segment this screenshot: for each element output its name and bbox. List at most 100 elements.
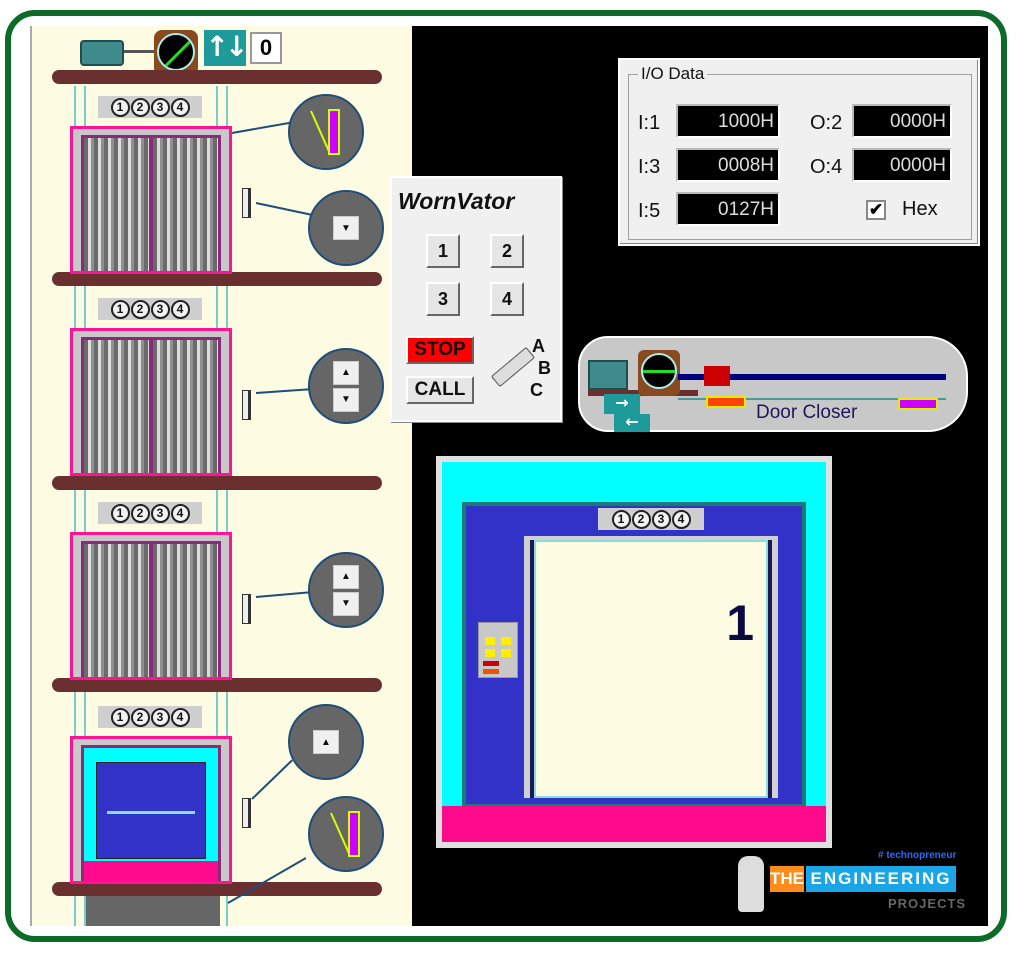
lower-limit-switch-bubble bbox=[308, 796, 384, 872]
upper-limit-switch-bubble bbox=[288, 94, 364, 170]
io-field-o2: 0000H bbox=[852, 104, 952, 138]
car-interior-view: 1 2 3 4 1 bbox=[436, 456, 832, 848]
floor-3-call-box[interactable] bbox=[242, 390, 251, 420]
floor-2-call-buttons: ▲ ▼ bbox=[308, 552, 384, 628]
floor-lamp-1: 1 bbox=[110, 707, 130, 727]
motor-shaft bbox=[124, 50, 156, 53]
car-control-panel-mini bbox=[478, 622, 518, 678]
pointer-line bbox=[231, 121, 292, 134]
io-field-i5: 0127H bbox=[676, 192, 780, 226]
floor-indicator: 1 2 3 4 bbox=[98, 298, 202, 320]
floor-3-call-buttons: ▲ ▼ bbox=[308, 348, 384, 424]
door-hanger-left bbox=[706, 396, 746, 408]
hex-checkbox[interactable]: ✔ bbox=[866, 200, 886, 220]
pointer-line bbox=[227, 857, 307, 904]
floor-1-door-open bbox=[70, 736, 232, 884]
watermark-logo: # technopreneur THE ENGINEERING PROJECTS bbox=[730, 846, 980, 922]
down-call-button[interactable]: ▼ bbox=[333, 216, 359, 240]
shaft-rail bbox=[226, 86, 228, 926]
floor-beam bbox=[52, 678, 382, 692]
floor-1-call-buttons: ▲ bbox=[288, 704, 364, 780]
logo-engineering: ENGINEERING bbox=[806, 866, 956, 892]
shaft-rail bbox=[74, 86, 76, 926]
down-call-button[interactable]: ▼ bbox=[333, 387, 359, 412]
floor-lamp-2: 2 bbox=[130, 97, 150, 117]
floor-2-call-box[interactable] bbox=[242, 594, 251, 624]
call-button[interactable]: CALL bbox=[406, 376, 474, 404]
floor-lamp-1: 1 bbox=[611, 509, 631, 529]
io-label: I:5 bbox=[638, 200, 661, 222]
up-call-button[interactable]: ▲ bbox=[333, 564, 359, 589]
floor-number-display: 1 bbox=[726, 595, 754, 651]
floor-lamp-3: 3 bbox=[150, 97, 170, 117]
floor-lamp-4: 4 bbox=[170, 503, 190, 523]
robot-icon bbox=[738, 856, 764, 912]
up-call-button[interactable]: ▲ bbox=[313, 730, 339, 754]
io-field-i3: 0008H bbox=[676, 148, 780, 182]
floor-lamp-2: 2 bbox=[631, 509, 651, 529]
floor-lamp-4: 4 bbox=[170, 97, 190, 117]
car-door-frame: 1 bbox=[524, 536, 778, 798]
floor-1-button[interactable]: 1 bbox=[426, 234, 460, 268]
floor-lamp-3: 3 bbox=[150, 299, 170, 319]
simulator-window: ↑↓ 0 1 2 3 4 ▼ 1 bbox=[30, 26, 988, 926]
io-label: I:1 bbox=[638, 112, 661, 134]
io-data-title: I/O Data bbox=[638, 64, 708, 84]
floor-indicator: 1 2 3 4 bbox=[98, 706, 202, 728]
limit-switch-icon bbox=[328, 109, 340, 155]
car-floor bbox=[442, 806, 826, 842]
io-field-o4: 0000H bbox=[852, 148, 952, 182]
floor-lamp-3: 3 bbox=[150, 707, 170, 727]
io-label: O:4 bbox=[810, 156, 843, 178]
floor-1-call-box[interactable] bbox=[242, 798, 251, 828]
floor-lamp-2: 2 bbox=[130, 707, 150, 727]
floor-3-button[interactable]: 3 bbox=[426, 282, 460, 316]
io-label: O:2 bbox=[810, 112, 843, 134]
floor-lamp-2: 2 bbox=[130, 299, 150, 319]
direction-arrows-icon: ↑↓ bbox=[204, 30, 248, 66]
door-hanger-right bbox=[898, 398, 938, 410]
floor-2-door bbox=[70, 532, 232, 680]
floor-4-call-box[interactable] bbox=[242, 188, 251, 218]
io-field-i1: 1000H bbox=[676, 104, 780, 138]
door-closer-diagram: → ← Door Closer bbox=[578, 336, 968, 432]
key-position-a: A bbox=[532, 336, 545, 356]
door-sheave-icon bbox=[638, 350, 680, 396]
floor-lamp-1: 1 bbox=[110, 97, 130, 117]
floor-4-button[interactable]: 4 bbox=[490, 282, 524, 316]
up-call-button[interactable]: ▲ bbox=[333, 360, 359, 385]
floor-beam bbox=[52, 272, 382, 286]
pit bbox=[86, 896, 220, 926]
floor-lamp-4: 4 bbox=[170, 299, 190, 319]
floor-2-button[interactable]: 2 bbox=[490, 234, 524, 268]
logo-projects: PROJECTS bbox=[888, 896, 967, 911]
floor-lamp-3: 3 bbox=[150, 503, 170, 523]
io-label: I:3 bbox=[638, 156, 661, 178]
key-position-b: B bbox=[538, 358, 551, 378]
pointer-line bbox=[255, 202, 311, 216]
stop-button[interactable]: STOP bbox=[406, 336, 474, 364]
door-motor-icon bbox=[588, 360, 628, 390]
elevator-shaft-panel: ↑↓ 0 1 2 3 4 ▼ 1 bbox=[30, 26, 412, 926]
floor-beam bbox=[52, 476, 382, 490]
close-arrow-icon: ← bbox=[614, 414, 650, 432]
floor-counter: 0 bbox=[250, 32, 282, 64]
floor-beam bbox=[52, 70, 382, 84]
shaft-rail bbox=[84, 86, 86, 926]
floor-indicator: 1 2 3 4 bbox=[98, 96, 202, 118]
key-position-c: C bbox=[530, 380, 543, 400]
floor-4-call-buttons: ▼ bbox=[308, 190, 384, 266]
door-track bbox=[678, 398, 946, 400]
open-arrow-icon: → bbox=[604, 394, 640, 414]
floor-lamp-1: 1 bbox=[110, 503, 130, 523]
door-closer-label: Door Closer bbox=[756, 402, 858, 423]
pointer-line bbox=[251, 759, 293, 800]
car-floor-indicator: 1 2 3 4 bbox=[598, 508, 704, 530]
panel-title: WornVator bbox=[398, 188, 515, 214]
down-call-button[interactable]: ▼ bbox=[333, 591, 359, 616]
belt-clamp bbox=[704, 366, 730, 386]
hex-label: Hex bbox=[902, 198, 938, 220]
wornvator-control-panel: WornVator 1 2 3 4 STOP CALL A B C bbox=[390, 176, 562, 422]
floor-lamp-1: 1 bbox=[110, 299, 130, 319]
key-switch-icon[interactable] bbox=[490, 346, 536, 388]
